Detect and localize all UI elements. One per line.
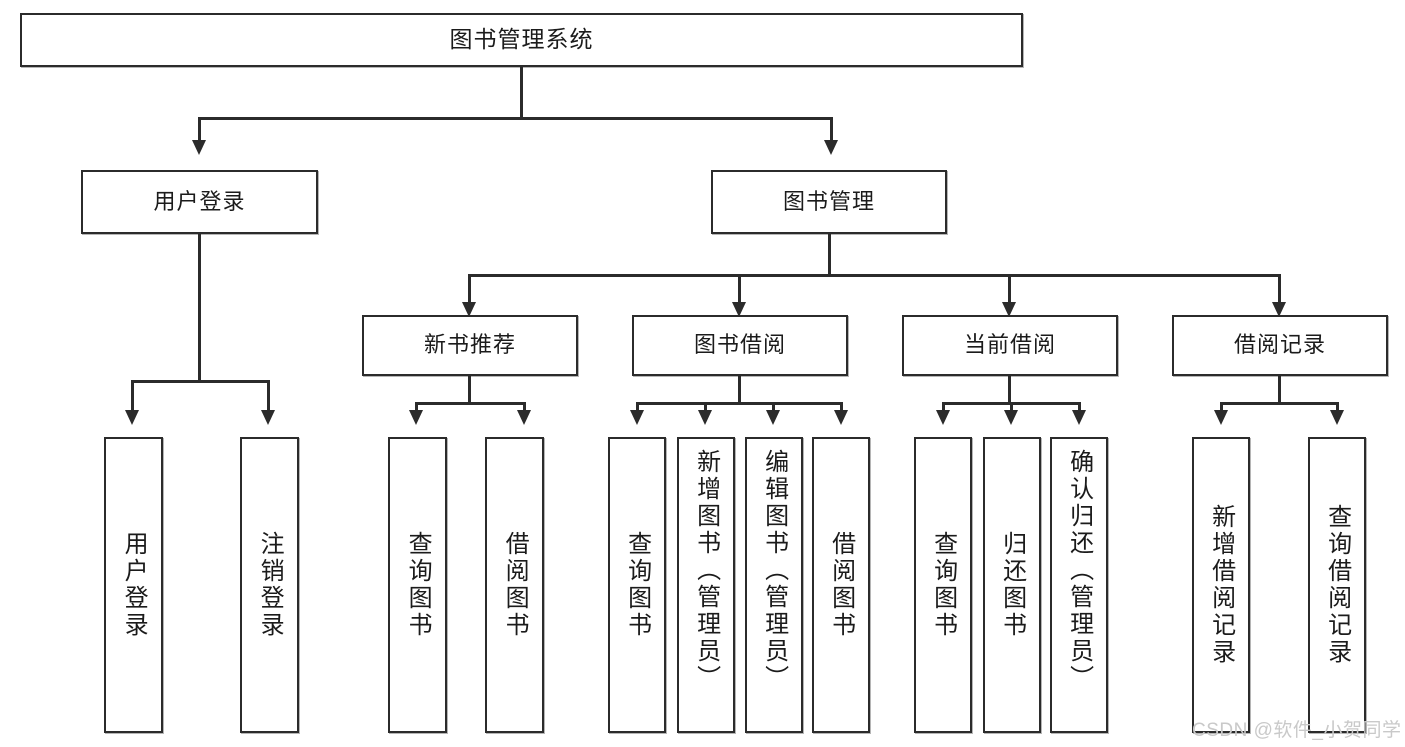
connector-borrow-record-bus: [1220, 402, 1338, 405]
node-label: 查询图书: [623, 531, 651, 639]
connector-new-book-bus: [415, 402, 525, 405]
connector-user-login-drop-1: [131, 380, 134, 412]
node-book-management[interactable]: 图书管理: [711, 170, 947, 234]
node-root-system[interactable]: 图书管理系统: [20, 13, 1023, 67]
leaf-bb-edit-book[interactable]: 编辑图书（管理员）: [745, 437, 803, 733]
arrowhead-cb-query-book: [936, 410, 950, 425]
arrowhead-borrow-record: [1272, 302, 1286, 317]
leaf-bb-add-book[interactable]: 新增图书（管理员）: [677, 437, 735, 733]
node-book-borrow[interactable]: 图书借阅: [632, 315, 848, 376]
leaf-bb-borrow-book[interactable]: 借阅图书: [812, 437, 870, 733]
connector-book-manage-drop-2: [738, 274, 741, 304]
node-label: 查询图书: [404, 531, 432, 639]
connector-borrow-record-drop-1: [1220, 402, 1223, 412]
leaf-br-add-record[interactable]: 新增借阅记录: [1192, 437, 1250, 733]
leaf-cb-query-book[interactable]: 查询图书: [914, 437, 972, 733]
arrowhead-leaf-user-login: [125, 410, 139, 425]
connector-book-manage-drop-1: [468, 274, 471, 304]
node-label: 借阅图书: [827, 531, 855, 639]
csdn-watermark: CSDN @软件_小贺同学: [1192, 720, 1402, 741]
arrowhead-br-add-record: [1214, 410, 1228, 425]
connector-current-borrow-drop-1: [942, 402, 945, 412]
node-label: 新增借阅记录: [1207, 504, 1235, 666]
node-label: 借阅记录: [1233, 332, 1326, 358]
connector-book-borrow-drop-1: [636, 402, 639, 412]
connector-root-to-book-manage: [830, 117, 833, 142]
connector-root-bus: [198, 117, 832, 120]
node-label: 图书管理系统: [449, 26, 594, 53]
node-label: 确认归还（管理员）: [1065, 449, 1093, 692]
node-label: 查询借阅记录: [1323, 504, 1351, 666]
connector-current-borrow-stem: [1008, 376, 1011, 404]
arrowhead-current-borrow: [1002, 302, 1016, 317]
arrowhead-bb-query-book: [630, 410, 644, 425]
arrowhead-user-login: [192, 140, 206, 155]
node-label: 归还图书: [998, 531, 1026, 639]
node-label: 新书推荐: [423, 332, 516, 358]
arrowhead-bb-add-book: [698, 410, 712, 425]
leaf-br-query-record[interactable]: 查询借阅记录: [1308, 437, 1366, 733]
node-current-borrow[interactable]: 当前借阅: [902, 315, 1118, 376]
connector-current-borrow-drop-3: [1078, 402, 1081, 412]
connector-book-borrow-drop-4: [840, 402, 843, 412]
connector-book-manage-bus: [468, 274, 1280, 277]
leaf-cb-return-book[interactable]: 归还图书: [983, 437, 1041, 733]
node-borrow-record[interactable]: 借阅记录: [1172, 315, 1388, 376]
node-label: 编辑图书（管理员）: [760, 449, 788, 692]
leaf-bb-query-book[interactable]: 查询图书: [608, 437, 666, 733]
connector-borrow-record-stem: [1278, 376, 1281, 404]
connector-book-borrow-drop-2: [704, 402, 707, 412]
connector-new-book-stem: [468, 376, 471, 404]
connector-current-borrow-drop-2: [1010, 402, 1013, 412]
node-label: 查询图书: [929, 531, 957, 639]
connector-new-book-drop-1: [415, 402, 418, 412]
node-label: 当前借阅: [963, 332, 1056, 358]
connector-borrow-record-drop-2: [1336, 402, 1339, 412]
node-label: 用户登录: [120, 531, 148, 639]
connector-book-borrow-stem: [738, 376, 741, 404]
arrowhead-nb-query-book: [409, 410, 423, 425]
arrowhead-cb-return-book: [1004, 410, 1018, 425]
arrowhead-new-book: [462, 302, 476, 317]
leaf-nb-query-book[interactable]: 查询图书: [388, 437, 447, 733]
leaf-nb-borrow-book[interactable]: 借阅图书: [485, 437, 544, 733]
arrowhead-bb-edit-book: [766, 410, 780, 425]
arrowhead-nb-borrow-book: [517, 410, 531, 425]
arrowhead-book-borrow: [732, 302, 746, 317]
arrowhead-br-query-record: [1330, 410, 1344, 425]
connector-user-login-stem: [198, 234, 201, 382]
node-new-book-recommend[interactable]: 新书推荐: [362, 315, 578, 376]
leaf-cb-confirm-return[interactable]: 确认归还（管理员）: [1050, 437, 1108, 733]
connector-book-manage-drop-4: [1278, 274, 1281, 304]
leaf-logout[interactable]: 注销登录: [240, 437, 299, 733]
connector-root-to-user-login: [198, 117, 201, 142]
arrowhead-book-manage: [824, 140, 838, 155]
connector-user-login-drop-2: [267, 380, 270, 412]
node-label: 图书借阅: [693, 332, 786, 358]
connector-user-login-bus: [131, 380, 269, 383]
node-label: 图书管理: [782, 188, 875, 214]
connector-root-stem: [520, 67, 523, 117]
node-label: 借阅图书: [501, 531, 529, 639]
node-label: 用户登录: [153, 188, 246, 214]
node-label: 注销登录: [256, 531, 284, 639]
node-user-login[interactable]: 用户登录: [81, 170, 318, 234]
connector-book-borrow-bus: [636, 402, 842, 405]
connector-book-borrow-drop-3: [772, 402, 775, 412]
connector-book-manage-drop-3: [1008, 274, 1011, 304]
arrowhead-bb-borrow-book: [834, 410, 848, 425]
arrowhead-cb-confirm-return: [1072, 410, 1086, 425]
arrowhead-leaf-logout: [261, 410, 275, 425]
leaf-user-login[interactable]: 用户登录: [104, 437, 163, 733]
connector-book-manage-stem: [828, 234, 831, 276]
node-label: 新增图书（管理员）: [692, 449, 720, 692]
connector-new-book-drop-2: [523, 402, 526, 412]
